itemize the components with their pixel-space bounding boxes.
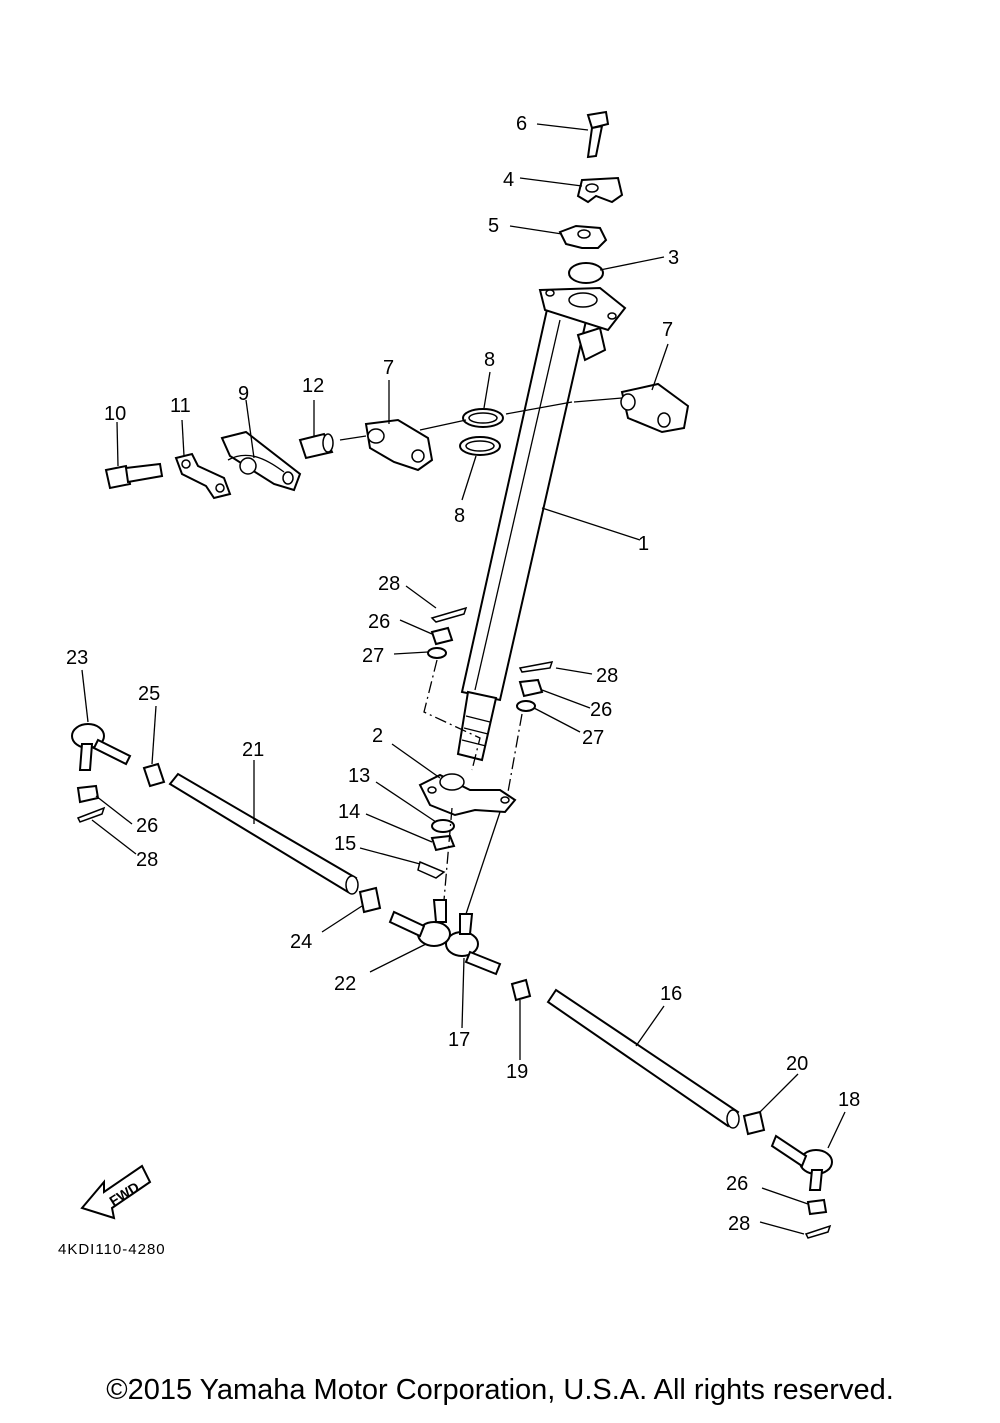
holder-lower-hole bbox=[577, 229, 591, 239]
callout-15: 15 bbox=[334, 833, 356, 855]
callout-7-left: 7 bbox=[383, 357, 394, 379]
locknut-20 bbox=[742, 1110, 766, 1136]
cotter-pin-28-b bbox=[518, 661, 554, 673]
steering-exploded-diagram: FWD 4KDI110-4280 1 2 3 4 5 6 7 7 8 8 9 1… bbox=[58, 110, 860, 1258]
tie-rod-right bbox=[546, 988, 740, 1129]
column-holder-right bbox=[620, 382, 690, 434]
nut-14 bbox=[430, 834, 456, 852]
callout-1: 1 bbox=[638, 533, 649, 555]
collar-12 bbox=[298, 432, 334, 460]
callout-16: 16 bbox=[660, 983, 682, 1005]
callout-25: 25 bbox=[138, 683, 160, 705]
column-holder-right-hole-2 bbox=[657, 412, 671, 428]
callout-18: 18 bbox=[838, 1089, 860, 1111]
locknut-24 bbox=[358, 886, 382, 914]
column-holder-left-hole bbox=[367, 428, 385, 444]
column-holder-left bbox=[364, 418, 434, 472]
callout-28-d: 28 bbox=[728, 1213, 750, 1235]
callout-24: 24 bbox=[290, 931, 312, 953]
cotter-pin-28-d bbox=[804, 1224, 832, 1239]
tie-rod-end-18 bbox=[770, 1134, 833, 1191]
callout-numbers: 1 2 3 4 5 6 7 7 8 8 9 10 11 12 13 14 15 … bbox=[66, 113, 860, 1235]
callout-12: 12 bbox=[302, 375, 324, 397]
copyright-notice: ©2015 Yamaha Motor Corporation, U.S.A. A… bbox=[106, 1374, 894, 1406]
callout-26-b: 26 bbox=[590, 699, 612, 721]
column-holder-left-hole-2 bbox=[411, 449, 425, 463]
callout-5: 5 bbox=[488, 215, 499, 237]
cap-part bbox=[568, 262, 604, 284]
fwd-arrow-icon: FWD bbox=[80, 1164, 152, 1220]
drawing-code: 4KDI110-4280 bbox=[58, 1241, 166, 1258]
washer-13 bbox=[431, 819, 455, 833]
lock-washer-11 bbox=[174, 452, 232, 500]
callout-27-b: 27 bbox=[582, 727, 604, 749]
bolt-10 bbox=[104, 462, 164, 490]
holder-upper-hole bbox=[585, 183, 599, 193]
callout-17: 17 bbox=[448, 1029, 470, 1051]
callout-11: 11 bbox=[170, 395, 191, 417]
callout-28-b: 28 bbox=[596, 665, 618, 687]
nut-26-c bbox=[76, 784, 100, 804]
tie-rod-left bbox=[168, 772, 359, 895]
callout-leaders bbox=[81, 123, 846, 1235]
callout-2: 2 bbox=[372, 725, 383, 747]
callout-6: 6 bbox=[516, 113, 527, 135]
locknut-19 bbox=[510, 978, 532, 1002]
callout-9: 9 bbox=[238, 383, 249, 405]
nut-26-d bbox=[806, 1198, 828, 1216]
callout-21: 21 bbox=[242, 739, 264, 761]
washer-27-a bbox=[427, 647, 447, 659]
nut-26-b bbox=[518, 678, 544, 698]
nut-26-a bbox=[430, 626, 454, 646]
callout-22: 22 bbox=[334, 973, 356, 995]
locknut-25 bbox=[142, 762, 166, 788]
washer-27-b bbox=[516, 700, 536, 712]
cotter-pin-28-a bbox=[430, 606, 468, 623]
callout-26-c: 26 bbox=[136, 815, 158, 837]
callout-13: 13 bbox=[348, 765, 370, 787]
callout-20: 20 bbox=[786, 1053, 808, 1075]
callout-28-c: 28 bbox=[136, 849, 158, 871]
steering-column bbox=[456, 286, 627, 762]
callout-23: 23 bbox=[66, 647, 88, 669]
holder-upper bbox=[576, 176, 624, 204]
pitman-arm bbox=[418, 773, 517, 817]
callout-4: 4 bbox=[503, 169, 514, 191]
callout-3: 3 bbox=[668, 247, 679, 269]
column-holder-right-hole bbox=[620, 393, 636, 411]
tie-rod-end-22 bbox=[388, 899, 451, 947]
callout-14: 14 bbox=[338, 801, 360, 823]
callout-7-right: 7 bbox=[662, 319, 673, 341]
plate-9 bbox=[220, 430, 302, 492]
callout-26-a: 26 bbox=[368, 611, 390, 633]
callout-26-d: 26 bbox=[726, 1173, 748, 1195]
bolt-upper bbox=[586, 110, 610, 159]
callout-27-a: 27 bbox=[362, 645, 384, 667]
cotter-pin-15 bbox=[417, 860, 446, 879]
callout-8-upper: 8 bbox=[484, 349, 495, 371]
cotter-pin-28-c bbox=[76, 806, 106, 823]
callout-28-a: 28 bbox=[378, 573, 400, 595]
tie-rod-end-17 bbox=[445, 913, 502, 976]
tie-rod-end-23 bbox=[71, 723, 132, 771]
callout-10: 10 bbox=[104, 403, 126, 425]
assembly-lines bbox=[339, 397, 623, 915]
callout-8-lower: 8 bbox=[454, 505, 465, 527]
callout-19: 19 bbox=[506, 1061, 528, 1083]
